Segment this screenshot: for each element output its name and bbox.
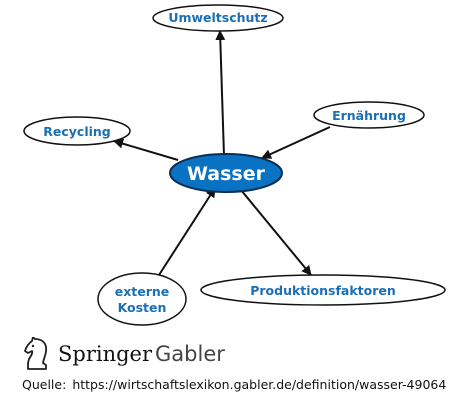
edge-ernaehrung-wasser	[261, 126, 331, 159]
node-label-kosten: Kosten	[118, 300, 167, 315]
concept-map: Umweltschutz Ernährung Recycling Wasser …	[23, 4, 446, 326]
node-label-recycling: Recycling	[43, 124, 111, 139]
source-url[interactable]: https://wirtschaftslexikon.gabler.de/def…	[72, 377, 447, 392]
source-label: Quelle:	[22, 377, 67, 392]
publisher-logo: Springer Gabler	[22, 336, 225, 372]
edge-externe-kosten-wasser	[158, 187, 216, 276]
node-label-ernaehrung: Ernährung	[332, 108, 406, 123]
node-produktionsfaktoren: Produktionsfaktoren	[200, 274, 446, 306]
node-ernaehrung: Ernährung	[313, 101, 425, 129]
node-externe-kosten: externe Kosten	[97, 272, 187, 326]
publisher-brand-gabler: Gabler	[155, 342, 225, 366]
node-label-wasser: Wasser	[187, 163, 266, 185]
node-wasser: Wasser	[169, 153, 283, 193]
node-recycling: Recycling	[23, 116, 131, 146]
node-label-umweltschutz: Umweltschutz	[168, 10, 267, 25]
node-label-externe: externe	[115, 284, 170, 299]
edge-wasser-recycling	[113, 138, 179, 161]
edge-wasser-umweltschutz	[215, 30, 226, 157]
node-umweltschutz: Umweltschutz	[152, 4, 284, 32]
chess-knight-icon	[24, 337, 48, 370]
node-label-produktionsfaktoren: Produktionsfaktoren	[250, 283, 396, 298]
source-line: Quelle: https://wirtschaftslexikon.gabler…	[22, 377, 452, 392]
publisher-brand-springer: Springer	[58, 342, 153, 366]
edge-wasser-produktionsfaktoren	[240, 189, 312, 276]
